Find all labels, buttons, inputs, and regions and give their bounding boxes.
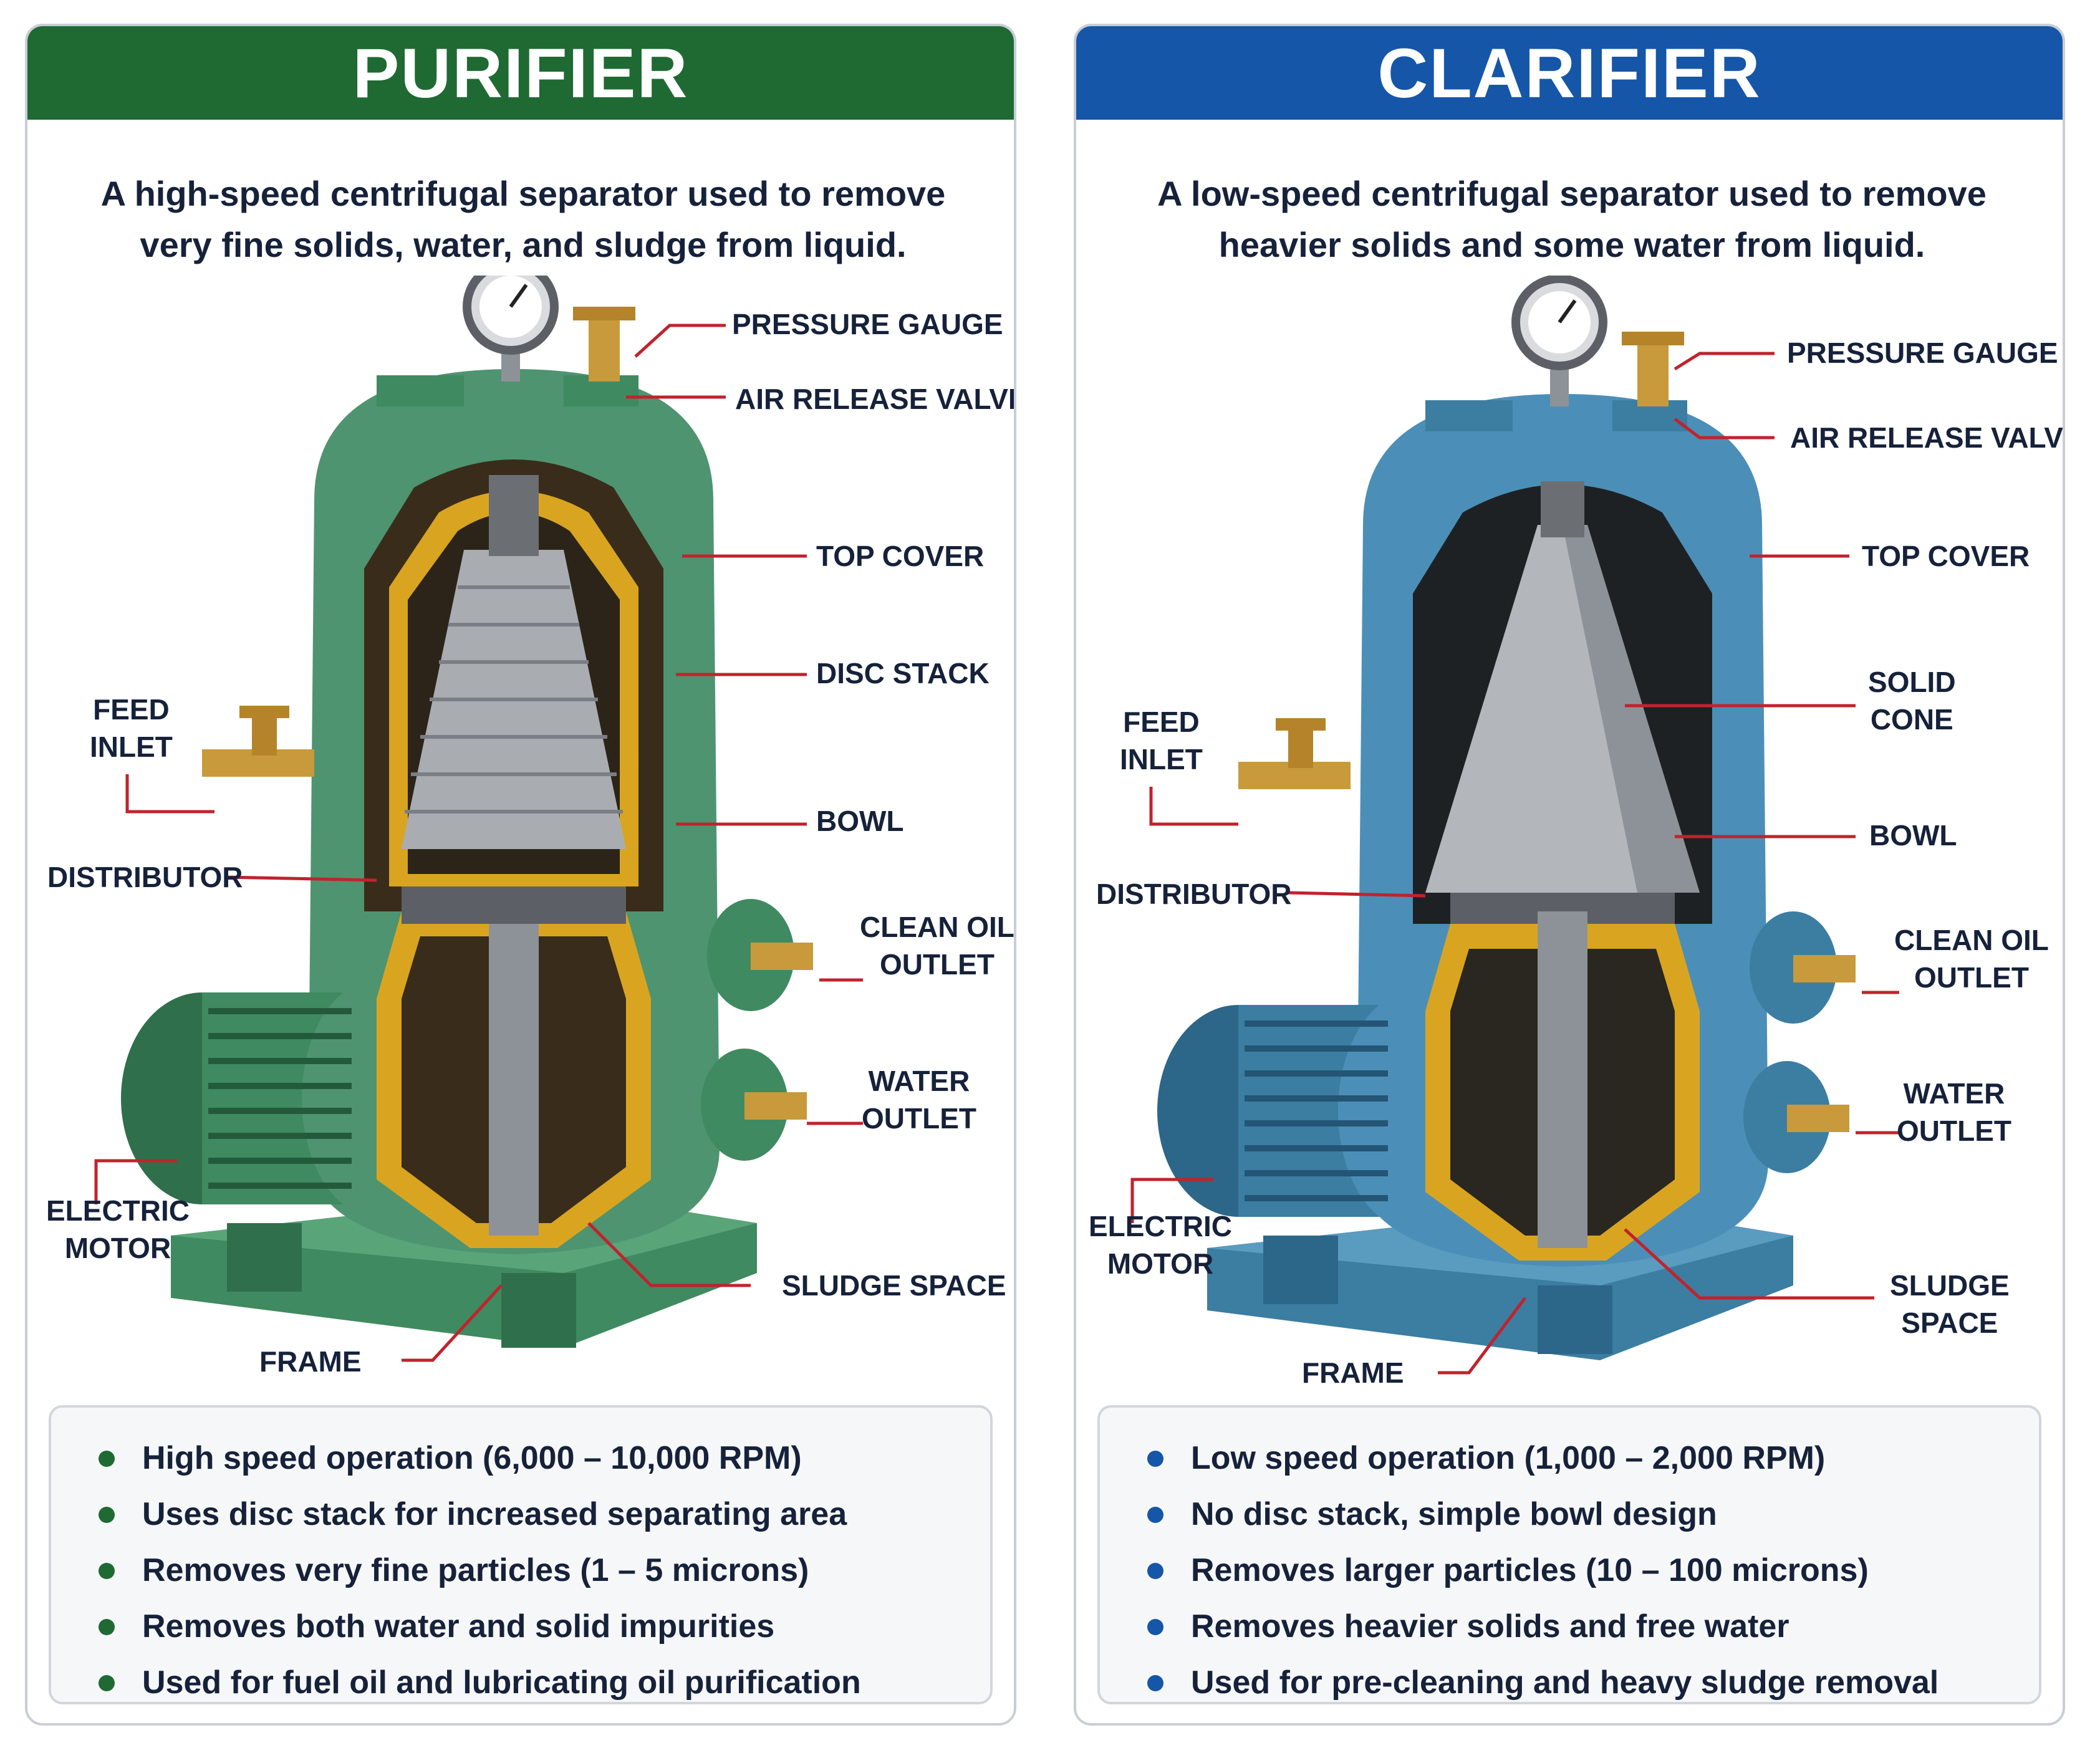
label-pressure-gauge: PRESSURE GAUGE	[732, 308, 1003, 340]
label-bowl: BOWL	[1869, 819, 1957, 852]
purifier-title: PURIFIER	[27, 26, 1014, 120]
bullet-icon	[99, 1507, 115, 1523]
purifier-features: High speed operation (6,000 – 10,000 RPM…	[49, 1405, 993, 1704]
electric-motor	[121, 980, 451, 1217]
label-water-outlet: WATER OUTLET	[862, 1065, 976, 1135]
label-top-cover: TOP COVER	[1862, 540, 2030, 572]
water-outlet-icon	[701, 1049, 807, 1161]
label-air-release-valve: AIR RELEASE VALVE	[1790, 421, 2065, 454]
bullet-icon	[99, 1451, 115, 1467]
clean-oil-outlet-icon	[707, 899, 813, 1011]
cutaway-interior	[1413, 481, 1712, 1261]
label-feed-inlet: FEED INLET	[1120, 706, 1203, 776]
leader-lines	[94, 324, 863, 1362]
bullet-icon	[99, 1619, 115, 1635]
label-top-cover: TOP COVER	[816, 540, 985, 572]
label-electric-motor: ELECTRIC MOTOR	[46, 1194, 190, 1264]
label-electric-motor: ELECTRIC MOTOR	[1089, 1210, 1232, 1280]
purifier-diagram: PRESSURE GAUGE AIR RELEASE VALVE TOP COV…	[27, 276, 1014, 1410]
purifier-description: A high-speed centrifugal separator used …	[100, 174, 946, 264]
bullet-icon	[1147, 1507, 1163, 1523]
purifier-illustration	[94, 276, 863, 1362]
label-disc-stack: DISC STACK	[816, 657, 990, 689]
label-frame: FRAME	[259, 1345, 362, 1378]
list-item: Removes both water and solid impurities	[51, 1598, 990, 1654]
label-distributor: DISTRIBUTOR	[47, 861, 243, 893]
label-clean-oil-outlet: CLEAN OIL OUTLET	[860, 911, 1014, 981]
list-item: No disc stack, simple bowl design	[1100, 1486, 2039, 1542]
bullet-icon	[1147, 1451, 1163, 1467]
feed-inlet-icon	[1238, 718, 1351, 789]
pressure-gauge-icon	[1511, 276, 1607, 406]
list-item: Used for pre-cleaning and heavy sludge r…	[1100, 1654, 2039, 1711]
clarifier-features: Low speed operation (1,000 – 2,000 RPM) …	[1097, 1405, 2041, 1704]
bullet-icon	[1147, 1563, 1163, 1579]
label-pressure-gauge: PRESSURE GAUGE	[1787, 337, 2058, 369]
clarifier-description: A low-speed centrifugal separator used t…	[1157, 174, 1987, 264]
clarifier-title: CLARIFIER	[1076, 26, 2063, 120]
list-item: Uses disc stack for increased separating…	[51, 1486, 990, 1542]
label-frame: FRAME	[1302, 1357, 1404, 1389]
list-item: Removes heavier solids and free water	[1100, 1598, 2039, 1654]
clean-oil-outlet-icon	[1750, 911, 1856, 1024]
label-air-release-valve: AIR RELEASE VALVE	[735, 383, 1016, 415]
cutaway-interior	[364, 459, 663, 1248]
label-feed-inlet: FEED INLET	[90, 693, 173, 763]
pressure-gauge-icon	[463, 276, 559, 382]
bullet-icon	[99, 1563, 115, 1579]
list-item: High speed operation (6,000 – 10,000 RPM…	[51, 1430, 990, 1486]
leader-lines	[1130, 352, 1899, 1375]
list-item: Low speed operation (1,000 – 2,000 RPM)	[1100, 1430, 2039, 1486]
clarifier-diagram: PRESSURE GAUGE AIR RELEASE VALVE TOP COV…	[1076, 276, 2063, 1410]
label-sludge-space: SLUDGE SPACE	[782, 1269, 1006, 1302]
label-water-outlet: WATER OUTLET	[1897, 1077, 2011, 1147]
bullet-icon	[1147, 1619, 1163, 1635]
label-sludge-space: SLUDGE SPACE	[1890, 1269, 2010, 1339]
purifier-panel: PURIFIER A high-speed centrifugal separa…	[25, 24, 1016, 1726]
bullet-icon	[99, 1675, 115, 1691]
air-release-valve-icon	[573, 307, 635, 382]
bullet-icon	[1147, 1675, 1163, 1691]
clarifier-panel: CLARIFIER A low-speed centrifugal separa…	[1074, 24, 2065, 1726]
feed-inlet-icon	[202, 706, 314, 777]
list-item: Used for fuel oil and lubricating oil pu…	[51, 1654, 990, 1711]
label-clean-oil-outlet: CLEAN OIL OUTLET	[1894, 924, 2049, 994]
clarifier-illustration	[1130, 276, 1899, 1375]
label-solid-cone: SOLID CONE	[1868, 666, 1956, 736]
air-release-valve-icon	[1622, 332, 1684, 406]
label-bowl: BOWL	[816, 805, 904, 837]
list-item: Removes larger particles (10 – 100 micro…	[1100, 1542, 2039, 1598]
list-item: Removes very fine particles (1 – 5 micro…	[51, 1542, 990, 1598]
label-distributor: DISTRIBUTOR	[1096, 878, 1292, 910]
water-outlet-icon	[1743, 1061, 1849, 1173]
